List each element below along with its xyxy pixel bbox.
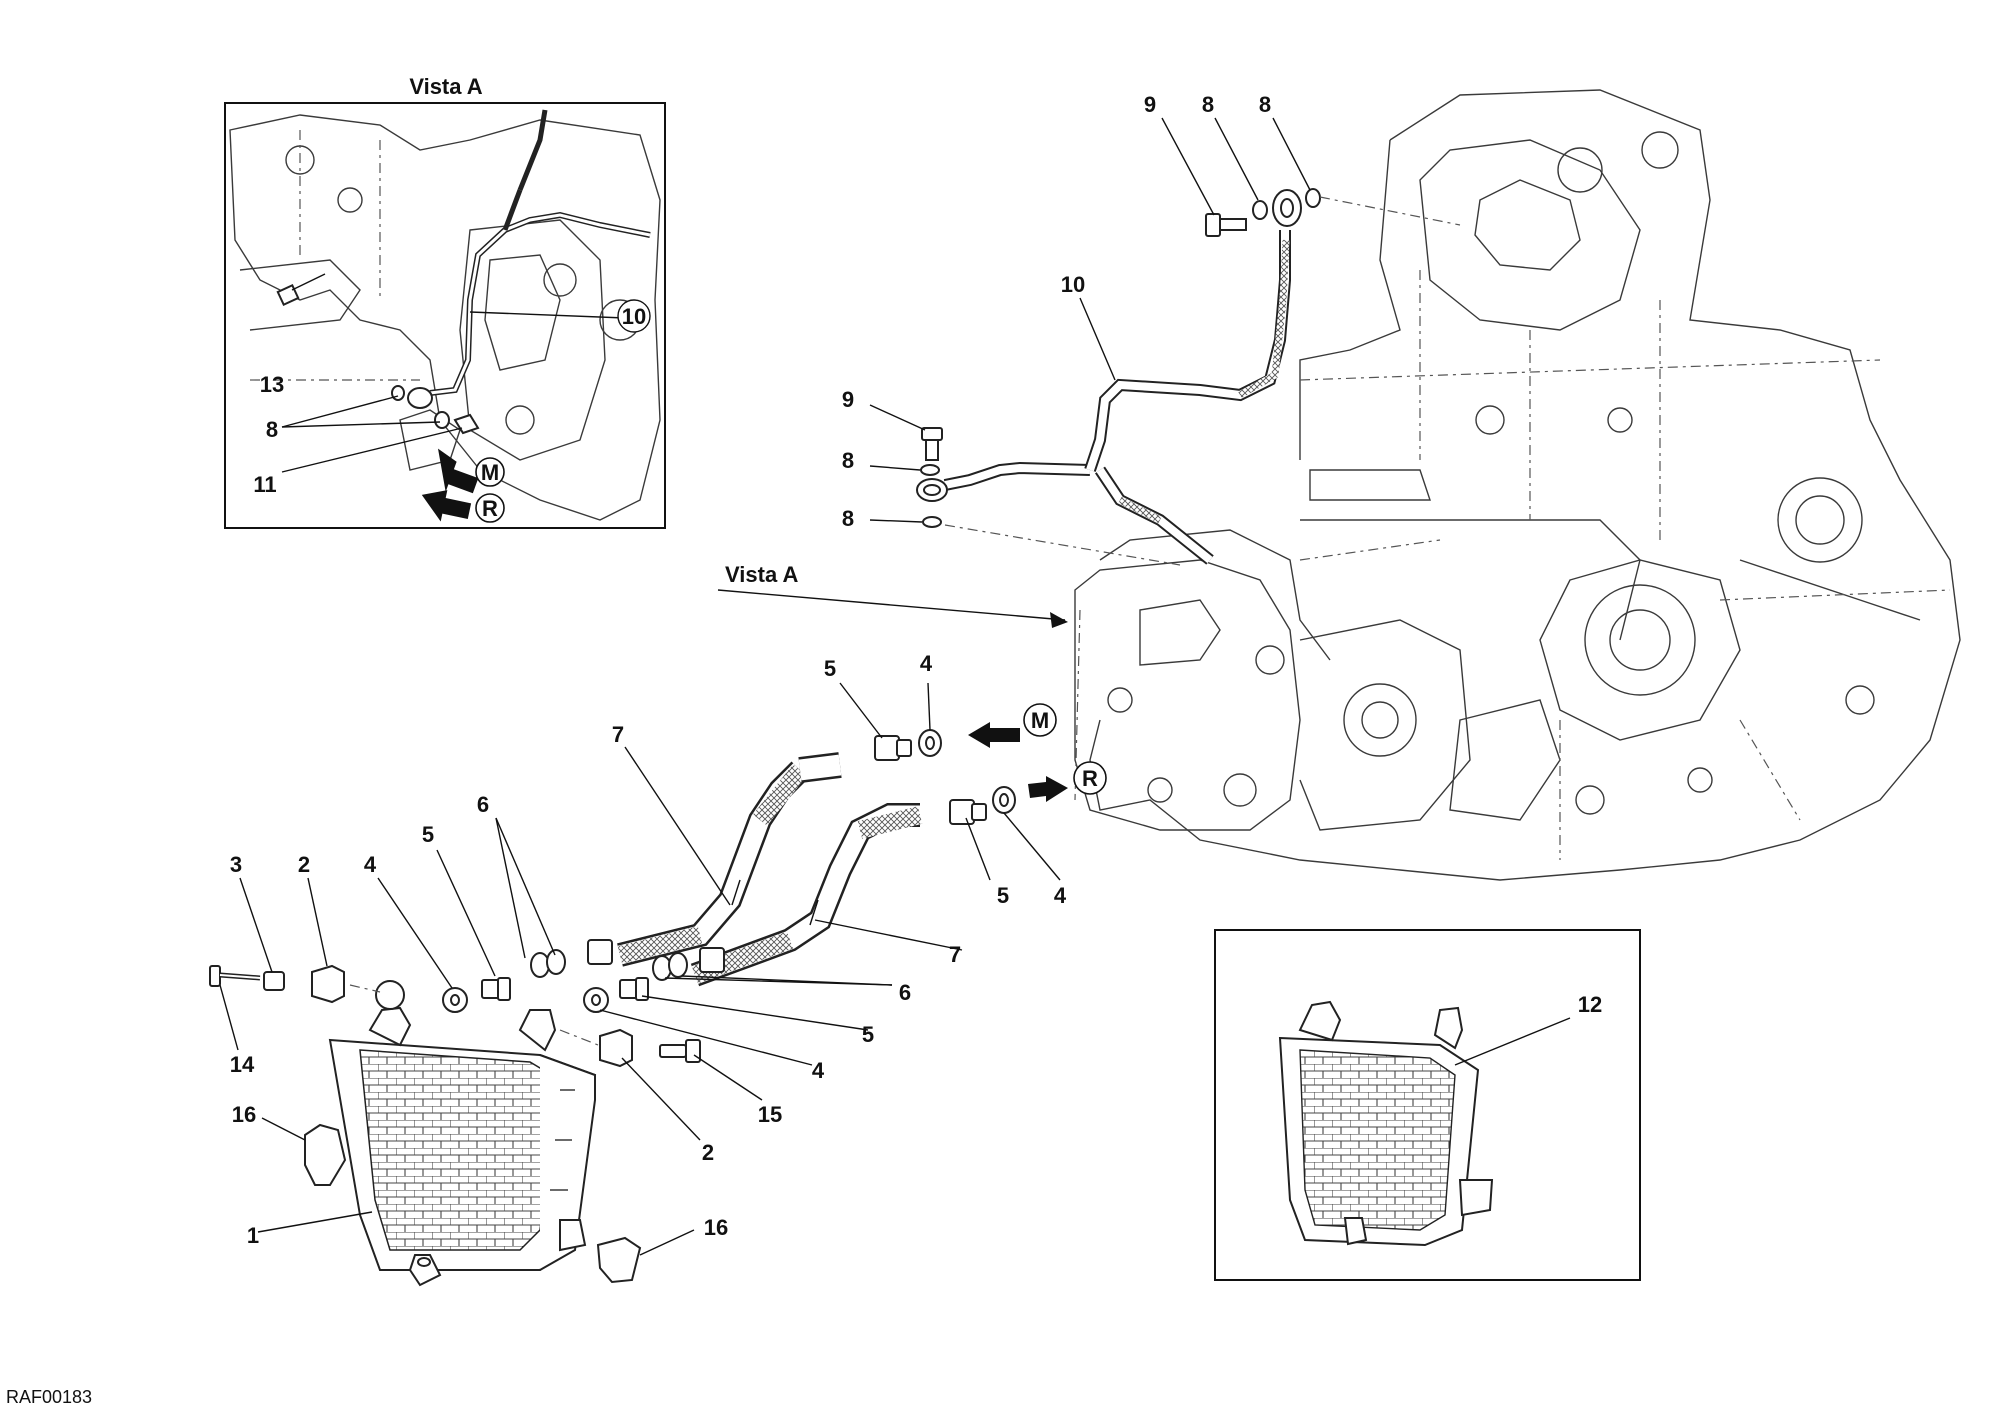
callout-4-lower-left: 4 (812, 1058, 825, 1083)
oil-hose-lower (690, 803, 923, 987)
bushing-3 (263, 971, 285, 991)
callout-7-lower: 7 (949, 942, 961, 967)
callout-leaders (219, 117, 1311, 1256)
inset-flow-label-m: M (481, 460, 499, 485)
callout-8-top-left: 8 (1202, 92, 1214, 117)
callout-6-upper: 6 (477, 792, 489, 817)
rubber-grommet-upper (304, 1123, 347, 1186)
inset-washer-upper (391, 385, 405, 401)
inset-vista-a: Vista A (224, 74, 666, 529)
mounting-bolt-15 (659, 1039, 701, 1063)
callout-2-upper: 2 (298, 852, 310, 877)
inset-flow-arrow-m (438, 448, 479, 494)
washer-upper-right (1305, 188, 1321, 208)
washer-lower-top (920, 464, 940, 476)
callout-4-upper-left: 4 (364, 852, 377, 877)
inset-vista-a-title: Vista A (409, 74, 482, 99)
mounting-bolt-14 (209, 965, 261, 987)
vista-a-label: Vista A (725, 562, 798, 587)
engine-block (1089, 89, 1961, 881)
spacer-left (375, 980, 405, 1010)
engine-side-cover (1074, 539, 1471, 831)
inset-callout-13: 13 (260, 372, 284, 397)
drawing-code: RAF00183 (6, 1387, 92, 1407)
banjo-bolt-upper (1205, 213, 1247, 237)
callout-12: 12 (1578, 992, 1602, 1017)
hose-fitting-lower-right (949, 786, 1016, 825)
washer-upper-left (1252, 200, 1268, 220)
callout-5-upper-left: 5 (422, 822, 434, 847)
flow-label-m: M (1031, 708, 1049, 733)
callout-9-top: 9 (1144, 92, 1156, 117)
callout-7-upper: 7 (612, 722, 624, 747)
callout-2-lower: 2 (702, 1140, 714, 1165)
o-ring-upper-2 (546, 949, 566, 975)
callout-8-mid-upper: 8 (842, 448, 854, 473)
flow-label-r: R (1082, 766, 1098, 791)
callout-15: 15 (758, 1102, 782, 1127)
callout-14: 14 (230, 1052, 255, 1077)
callout-16-lower: 16 (704, 1215, 728, 1240)
rubber-mount-2-left (311, 964, 345, 1004)
oil-cooler (328, 1006, 597, 1287)
flow-arrow-m (968, 722, 1020, 748)
rubber-mount-2-right (599, 1028, 633, 1068)
o-ring-lower-2 (668, 952, 688, 978)
inset-banjo-fitting (407, 387, 433, 409)
hose-fitting-upper-right (874, 729, 942, 761)
inset-flow-label-r: R (482, 496, 498, 521)
callout-5-lower-right: 5 (997, 883, 1009, 908)
inset-alternate-cooler: 12 (1214, 929, 1641, 1281)
inset-flow-arrow-r (421, 490, 472, 522)
oil-hose-upper (617, 752, 842, 967)
inset-washer-lower (434, 411, 450, 429)
hose-fitting-upper-left (442, 939, 613, 1013)
callout-9-mid: 9 (842, 387, 854, 412)
callout-3: 3 (230, 852, 242, 877)
banjo-bolt-lower (921, 427, 943, 461)
inset-callout-11: 11 (253, 472, 276, 497)
callout-1: 1 (247, 1223, 259, 1248)
flow-arrow-r (1028, 776, 1068, 802)
rubber-grommet-lower (596, 1236, 642, 1284)
callout-4-lower-right: 4 (1054, 883, 1067, 908)
callout-6-lower: 6 (899, 980, 911, 1005)
callout-16-upper: 16 (232, 1102, 256, 1127)
inset-callout-8: 8 (266, 417, 278, 442)
inset-callout-10: 10 (622, 304, 646, 329)
callout-5-upper-right: 5 (824, 656, 836, 681)
hose-fitting-lower-left (583, 947, 725, 1013)
callout-5-lower-left: 5 (862, 1022, 874, 1047)
callout-8-top-right: 8 (1259, 92, 1271, 117)
washer-lower-bottom (922, 516, 942, 528)
callout-4-upper-right: 4 (920, 651, 933, 676)
callout-8-mid-lower: 8 (842, 506, 854, 531)
inset-bolt-13 (276, 273, 326, 307)
upper-oil-line-assembly (916, 188, 1461, 566)
callout-10: 10 (1061, 272, 1085, 297)
